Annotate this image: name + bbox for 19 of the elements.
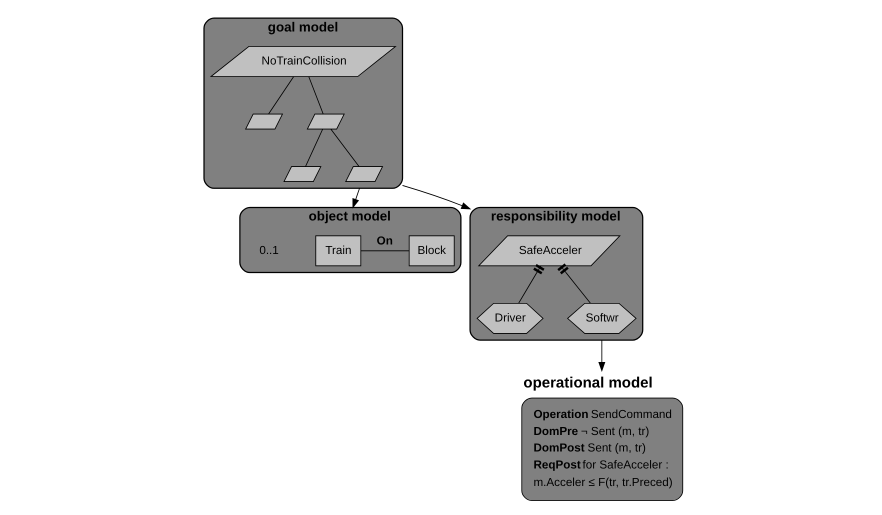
arrow [352,188,360,209]
node-box: Train [314,235,361,266]
node-parallelogram [344,166,383,182]
arrow [402,185,471,210]
node-parallelogram [244,114,283,130]
connector [330,128,359,167]
connector [304,128,323,167]
node-parallelogram [306,114,344,130]
arrow [598,340,605,372]
node-parallelogram [282,166,322,182]
edge-label: On [376,234,392,248]
connector [556,263,590,304]
label: 0..1 [258,244,278,257]
connector [360,250,409,252]
connector [308,76,324,114]
connector [518,264,544,304]
node-label: operational model [522,374,652,392]
connector [268,76,294,114]
node-box: Block [408,235,454,266]
